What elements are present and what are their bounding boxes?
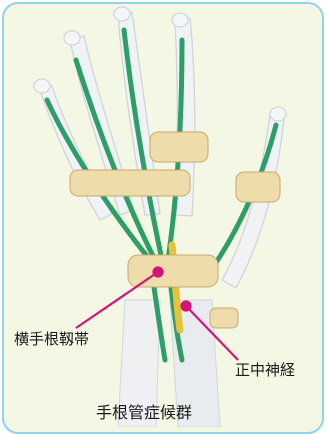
label-median-nerve: 正中神経 [235,363,295,378]
label-transverse-carpal-ligament: 横手根靱帯 [14,332,89,347]
fingertips [34,7,286,121]
figure-caption: 手根管症候群 [96,405,192,421]
